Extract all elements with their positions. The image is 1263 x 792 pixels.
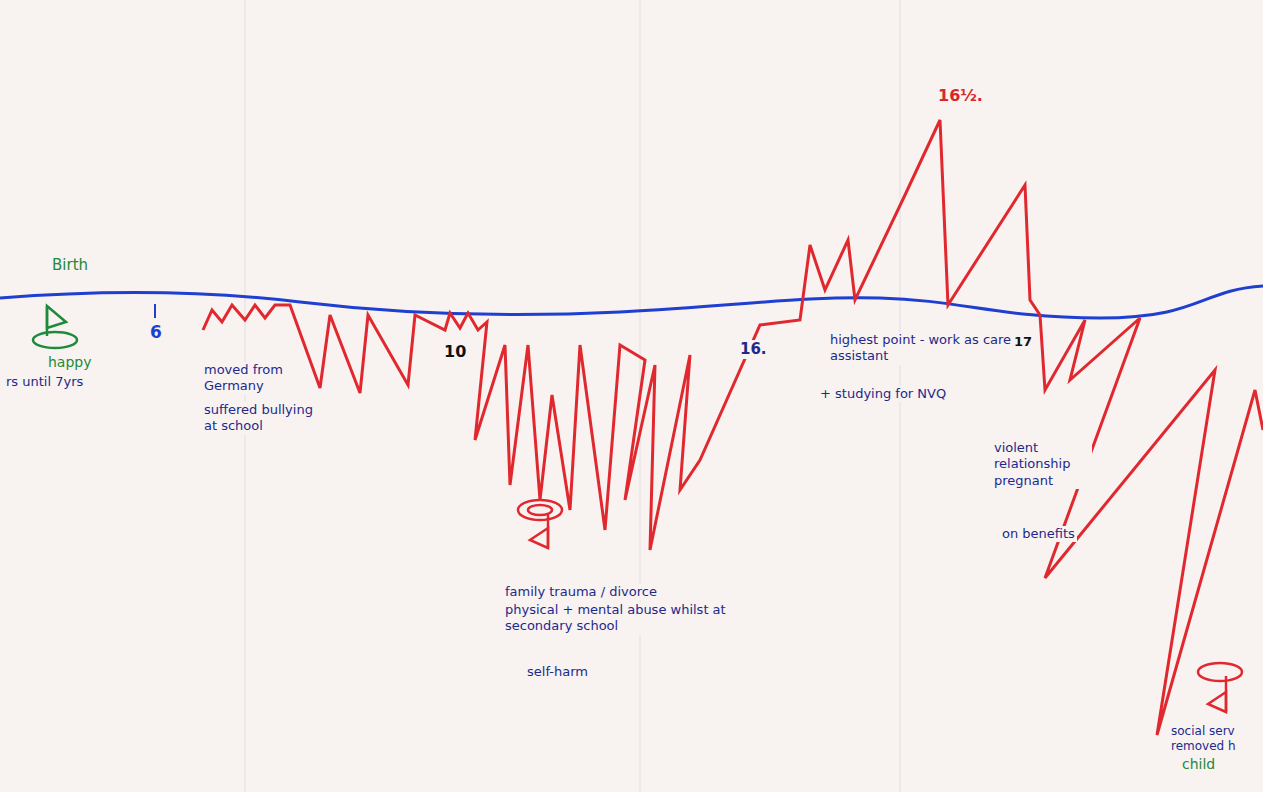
- timeline-note: suffered bullying at school: [202, 402, 318, 435]
- timeline-note: on benefits: [1000, 526, 1077, 542]
- timeline-note: social serv removed h: [1169, 724, 1259, 754]
- timeline-note: violent relationship pregnant: [992, 440, 1092, 489]
- happy-flag: [33, 306, 77, 348]
- timeline-note: Birth: [50, 256, 90, 275]
- flag-cloth: [1208, 692, 1226, 712]
- flag-cloth: [530, 528, 548, 548]
- paper-fold: [245, 0, 246, 792]
- low-flag: [518, 500, 562, 548]
- flag-base: [528, 505, 552, 515]
- flag-base: [518, 500, 562, 520]
- timeline-note: physical + mental abuse whilst at second…: [503, 602, 777, 635]
- baseline-wave: [0, 286, 1263, 318]
- timeline-note: rs until 7yrs: [4, 374, 85, 390]
- timeline-note: 6: [148, 322, 164, 343]
- flag-base: [33, 332, 77, 348]
- timeline-note: happy: [46, 354, 94, 372]
- age-tick: [154, 304, 156, 318]
- flag-cloth: [47, 306, 66, 328]
- timeline-note: moved from Germany: [202, 362, 296, 395]
- timeline-note: self-harm: [525, 664, 590, 680]
- timeline-note: 16½.: [936, 86, 985, 106]
- low-flag: [1198, 663, 1242, 712]
- paper-fold: [245, 0, 900, 792]
- timeline-note: highest point - work as care assistant: [828, 332, 1032, 365]
- timeline-note: child: [1180, 756, 1217, 774]
- mood-zigzag: [203, 120, 1263, 735]
- timeline-note: 10: [442, 342, 468, 362]
- timeline-note: + studying for NVQ: [818, 386, 948, 402]
- timeline-note: 16.: [738, 340, 769, 359]
- flag-base: [1198, 663, 1242, 681]
- timeline-note: 17: [1012, 334, 1034, 350]
- timeline-note: family trauma / divorce: [503, 584, 659, 600]
